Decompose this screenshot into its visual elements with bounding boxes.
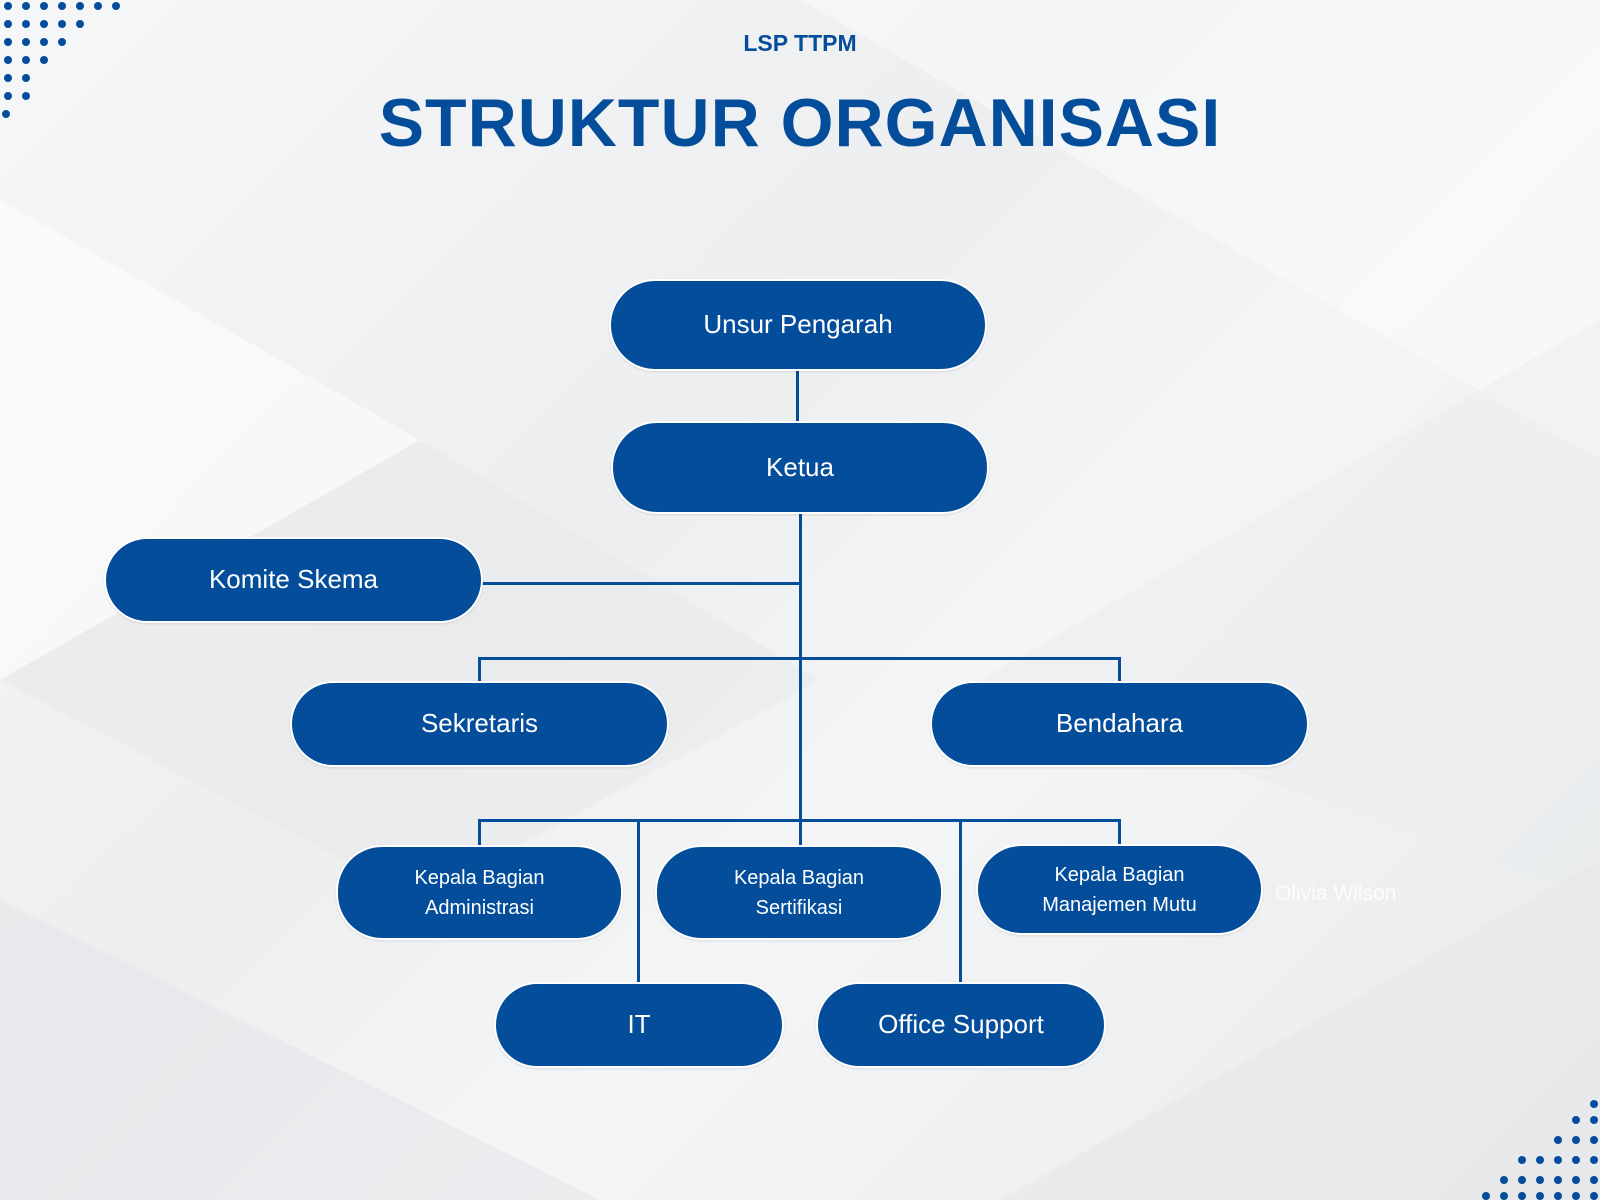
connector-branch-bottom xyxy=(478,819,1121,822)
node-unsur-pengarah: Unsur Pengarah xyxy=(609,279,987,371)
node-sekretaris: Sekretaris xyxy=(290,681,669,767)
dots-bottom-right xyxy=(1482,1100,1598,1200)
connector-administrasi xyxy=(478,819,481,847)
connector-bendahara xyxy=(1118,657,1121,683)
connector-komite xyxy=(482,582,800,585)
node-it: IT xyxy=(494,982,784,1068)
page-title: STRUKTUR ORGANISASI xyxy=(378,85,1222,161)
watermark-text: Olivia Wilson xyxy=(1275,882,1397,905)
connector-office-support xyxy=(959,819,962,984)
connector-ketua-trunk xyxy=(799,513,802,847)
connector-it xyxy=(637,819,640,984)
node-ketua: Ketua xyxy=(611,421,989,514)
connector-manajemen-mutu xyxy=(1118,819,1121,846)
connector-branch-middle xyxy=(478,657,1121,660)
connector-unsur-ketua xyxy=(796,369,799,423)
organization-name: LSP TTPM xyxy=(743,30,857,56)
node-kepala-bagian-manajemen-mutu: Kepala Bagian Manajemen Mutu xyxy=(976,844,1263,935)
node-office-support: Office Support xyxy=(816,982,1106,1068)
node-kepala-bagian-administrasi: Kepala Bagian Administrasi xyxy=(336,845,623,940)
node-kepala-bagian-sertifikasi: Kepala Bagian Sertifikasi xyxy=(655,845,943,940)
dots-top-left xyxy=(2,2,120,118)
node-bendahara: Bendahara xyxy=(930,681,1309,767)
node-komite-skema: Komite Skema xyxy=(104,537,483,623)
connector-sekretaris xyxy=(478,657,481,683)
